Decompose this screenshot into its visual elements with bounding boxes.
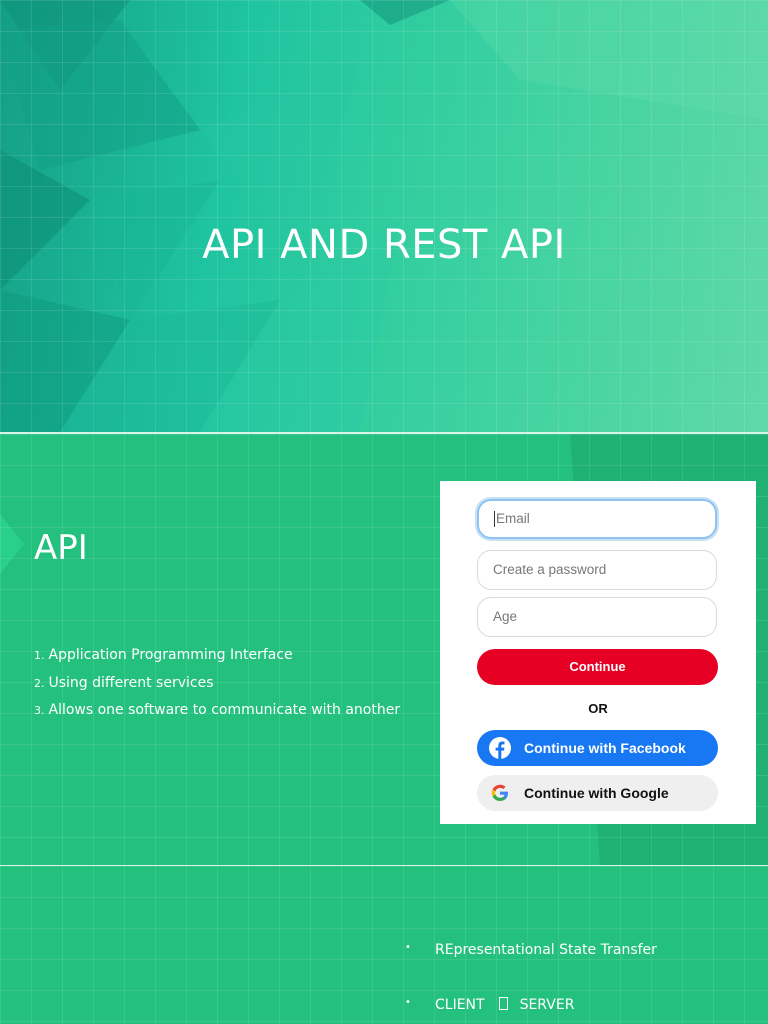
password-field[interactable]: Create a password [477,550,717,590]
bullet-marker: • [405,942,411,953]
age-field[interactable]: Age [477,597,717,637]
api-list: 1.Application Programming Interface 2.Us… [34,642,400,725]
slide-divider [0,432,768,434]
facebook-icon [489,737,511,759]
continue-button[interactable]: Continue [477,649,718,685]
facebook-button[interactable]: Continue with Facebook [477,730,718,766]
title-slide: API AND REST API [0,0,768,432]
server-label: SERVER [519,997,575,1013]
facebook-label: Continue with Facebook [524,740,686,756]
list-number: 2. [34,676,45,690]
google-icon [491,784,508,801]
slide-divider [0,865,768,866]
google-label: Continue with Google [524,785,669,801]
list-item: 2.Using different services [34,670,400,698]
api-slide: API 1.Application Programming Interface … [0,434,768,865]
slide-heading: API [34,528,88,568]
list-text: Allows one software to communicate with … [48,702,401,718]
arrow-placeholder-icon [498,997,508,1010]
polygon-background [0,0,768,432]
bullet-text: REpresentational State Transfer [435,942,657,958]
list-text: Application Programming Interface [48,647,293,663]
rest-slide: • REpresentational State Transfer • CLIE… [0,866,768,1024]
email-field[interactable]: Email [477,499,717,539]
email-placeholder: Email [496,511,530,526]
or-separator: OR [588,701,608,716]
signup-form-image: Email Create a password Age Continue OR … [440,481,756,824]
bullet-text: CLIENT SERVER [435,997,574,1013]
list-item: 3.Allows one software to communicate wit… [34,697,400,725]
text-cursor [494,511,495,528]
bullet-marker: • [405,997,411,1008]
list-item: 1.Application Programming Interface [34,642,400,670]
list-number: 3. [34,704,45,717]
list-number: 1. [34,649,45,662]
client-label: CLIENT [435,997,485,1013]
google-button[interactable]: Continue with Google [477,775,718,811]
list-text: Using different services [48,674,214,691]
slide-title: API AND REST API [202,222,566,268]
